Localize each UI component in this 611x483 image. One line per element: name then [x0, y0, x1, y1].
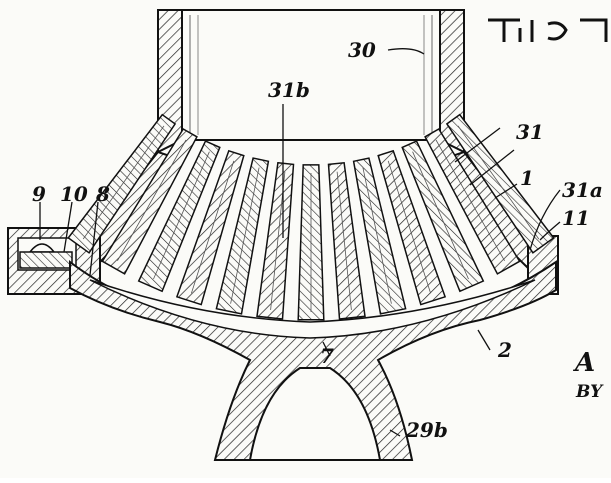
grid-bar-centerline: [336, 171, 352, 310]
label-1: 1: [520, 166, 534, 190]
grid-bar: [445, 113, 555, 254]
inventor-mark: A: [575, 348, 596, 378]
fastener: [19, 243, 73, 269]
label-10: 10: [60, 182, 88, 206]
label-29b: 29b: [406, 418, 448, 442]
fig-mark: [488, 18, 608, 42]
label-2: 2: [498, 338, 512, 362]
grid-bar: [137, 140, 221, 293]
leader-lines: [39, 48, 561, 437]
grid-bar-centerline: [387, 160, 431, 294]
grid-bar: [424, 127, 521, 275]
upper-duct: [157, 9, 465, 154]
grid-bar: [101, 127, 198, 275]
grid-bar-centerline: [230, 167, 260, 304]
label-11: 11: [562, 206, 590, 230]
grid-bar-centerline: [153, 151, 210, 280]
grid-bar: [377, 149, 447, 306]
grid-bar: [215, 157, 270, 315]
grid-bar: [175, 149, 245, 306]
grid-bars: [67, 113, 555, 321]
label-31a: 31a: [562, 178, 603, 202]
grid-bar-centerline: [412, 151, 469, 280]
grid-bar: [327, 161, 366, 320]
label-30: 30: [348, 38, 376, 62]
grid-bar: [67, 113, 177, 254]
by-text: BY: [576, 382, 603, 402]
label-7: 7: [320, 344, 334, 368]
label-31: 31: [516, 120, 544, 144]
label-31b: 31b: [268, 78, 310, 102]
lower-casting: [69, 259, 557, 461]
grid-bar-centerline: [82, 125, 165, 240]
grid-bar-centerline: [117, 139, 187, 261]
grid-bar-centerline: [191, 160, 235, 294]
grid-bar-centerline: [435, 139, 505, 261]
grid-bar: [352, 157, 407, 315]
grid-bar-centerline: [457, 125, 540, 240]
label-9: 9: [32, 182, 46, 206]
grid-bar-centerline: [362, 167, 392, 304]
grid-bar: [256, 161, 295, 320]
grid-bar: [401, 140, 485, 293]
label-8: 8: [96, 182, 110, 206]
